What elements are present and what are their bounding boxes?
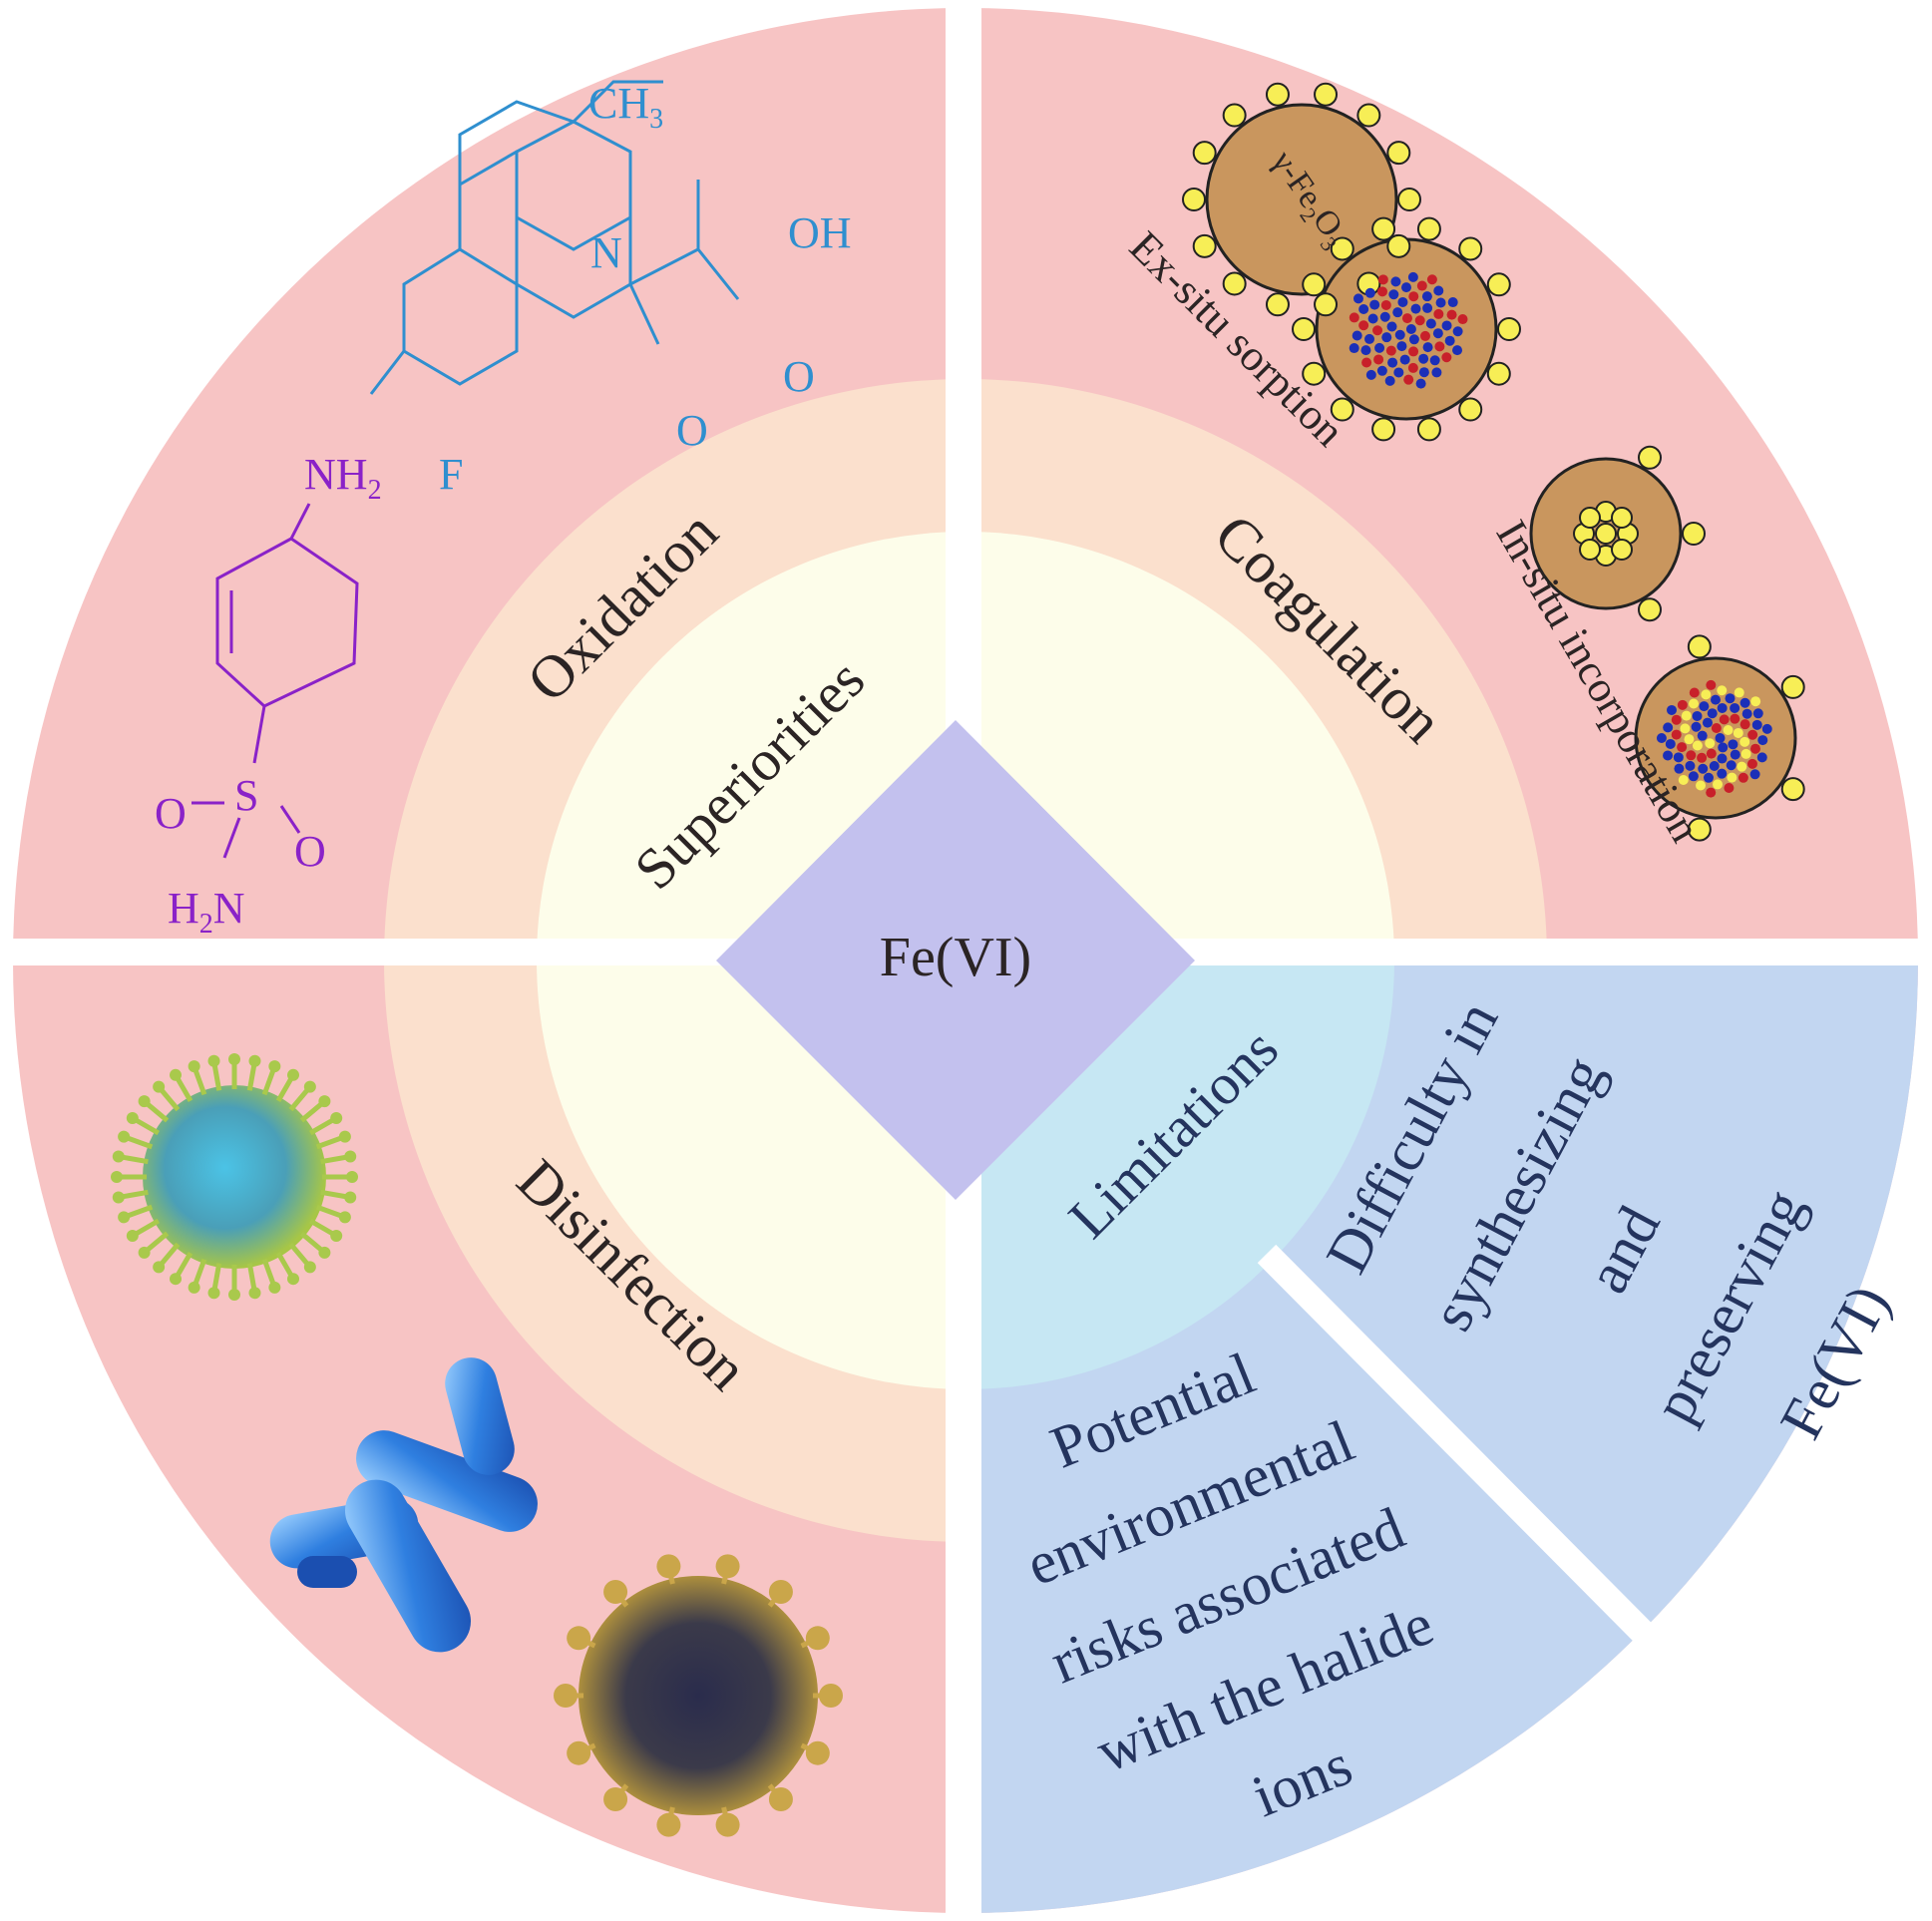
virus-green-icon bbox=[111, 1053, 358, 1301]
o-label-3: O bbox=[155, 789, 187, 838]
center-label: Fe(VI) bbox=[880, 927, 1031, 988]
h2n-label: H2N bbox=[168, 884, 245, 940]
bacteria-rods-icon bbox=[269, 1357, 538, 1653]
f-label: F bbox=[439, 450, 463, 499]
o-label-1: O bbox=[783, 352, 815, 401]
o-label-4: O bbox=[294, 827, 326, 876]
o-label-2: O bbox=[676, 406, 708, 455]
coagulation-particles: γ-Fe2O3 bbox=[1182, 82, 1805, 842]
sulfonamide-molecule: NH2 S O O H2N bbox=[155, 450, 382, 940]
virus-dark-icon bbox=[554, 1554, 843, 1837]
center-diamond bbox=[716, 720, 1195, 1200]
separator-diagonal bbox=[1257, 1244, 1696, 1686]
ch3-label: CH3 bbox=[588, 79, 663, 135]
s-label: S bbox=[234, 771, 258, 820]
n-label: N bbox=[590, 228, 622, 277]
oh-label: OH bbox=[788, 208, 852, 257]
quinolone-molecule: CH3 N OH O O F bbox=[369, 79, 852, 499]
nh2-label: NH2 bbox=[304, 450, 382, 506]
